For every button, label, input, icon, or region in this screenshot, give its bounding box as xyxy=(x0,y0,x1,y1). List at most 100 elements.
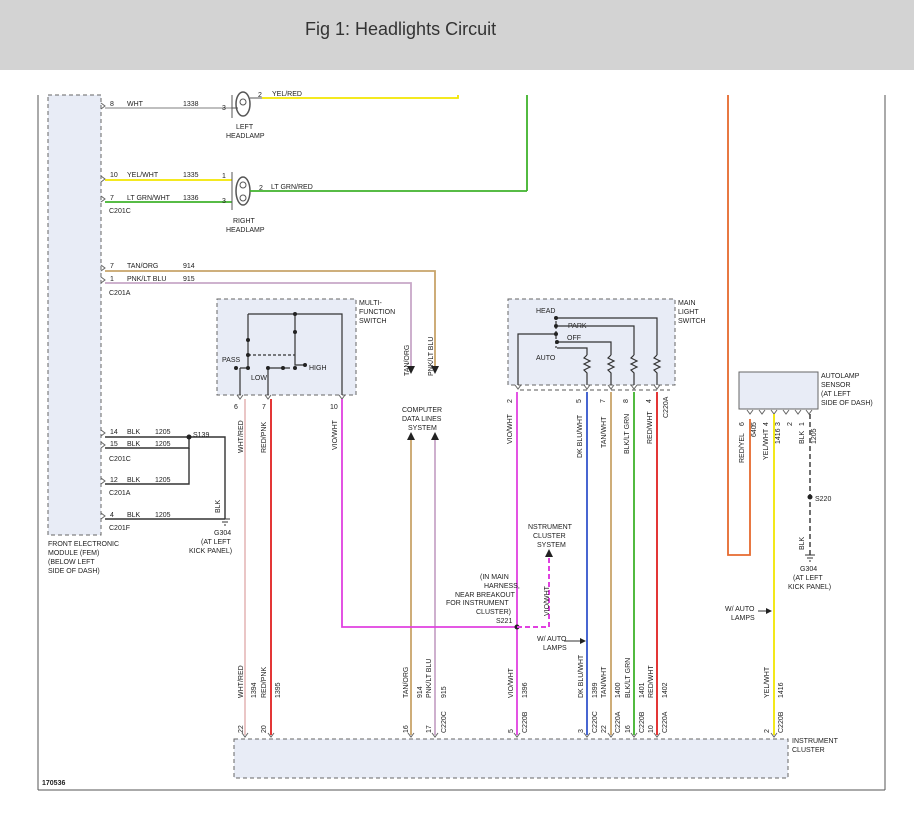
wire-color: TAN/ORG xyxy=(127,263,158,270)
ic-circuit: 1402 xyxy=(662,682,669,698)
wire-color: BLK xyxy=(127,477,141,484)
cdl-label-1: COMPUTER xyxy=(402,407,442,414)
ground-loc-2: KICK PANEL) xyxy=(788,584,831,591)
ground-id: G304 xyxy=(214,530,231,537)
ic-color: PNK/LT BLU xyxy=(426,659,433,698)
ic-pin: 5 xyxy=(508,729,515,733)
ic-pin: 22 xyxy=(238,725,245,733)
wire-circuit: 915 xyxy=(183,276,195,283)
wire-color: BLK/LT GRN xyxy=(624,414,631,454)
cluster-label-1: INSTRUMENT xyxy=(792,738,839,745)
wire-color: LT GRN/RED xyxy=(271,184,313,191)
right-headlamp-label-1: RIGHT xyxy=(233,218,256,225)
ic-connector: C220A xyxy=(662,711,669,733)
mls-connector: C220A xyxy=(663,396,670,418)
ic-circuit: 1400 xyxy=(615,682,622,698)
ic-pin: 16 xyxy=(625,725,632,733)
mls-pin-8: 8 xyxy=(623,399,630,403)
ic-color: WHT/RED xyxy=(238,665,245,698)
sensor-wire-1205: 1205 xyxy=(811,428,818,444)
s221-loc-4: FOR INSTRUMENT xyxy=(446,600,509,607)
ic-color: TAN/WHT xyxy=(601,666,608,698)
mfs-label-3: SWITCH xyxy=(359,318,387,325)
wire-color: VIO/WHT xyxy=(332,419,339,450)
wire-color: PNK/LT BLU xyxy=(127,276,166,283)
ic-color: RED/PNK xyxy=(261,667,268,698)
ic-pin: 10 xyxy=(648,725,655,733)
mls-connector-ticks xyxy=(515,385,660,389)
ground-id: G304 xyxy=(800,566,817,573)
mls-pin-4: 4 xyxy=(646,399,653,403)
ic-connector: C220C xyxy=(592,711,599,733)
ic-pin: 2 xyxy=(764,729,771,733)
ic-pin: 17 xyxy=(426,725,433,733)
cluster-entry-labels: WHT/RED 1394 RED/PNK 1395 TAN/ORG 914 PN… xyxy=(238,654,785,698)
s221-id: S221 xyxy=(496,618,512,625)
connector-label: C201A xyxy=(109,290,131,297)
ic-color: YEL/WHT xyxy=(764,666,771,698)
left-headlamp-label-2: HEADLAMP xyxy=(226,133,265,140)
ic-circuit: 1395 xyxy=(275,682,282,698)
ic-color: BLK/LT GRN xyxy=(625,658,632,698)
wire-color: RED/PNK xyxy=(261,422,268,453)
connector-label: C201C xyxy=(109,456,131,463)
multi-function-switch: MULTI- FUNCTION SWITCH PASS LOW HIGH xyxy=(217,299,395,395)
auto-lamps-right-2: LAMPS xyxy=(731,615,755,622)
mls-label-2: LIGHT xyxy=(678,309,699,316)
wire-yel-red: YEL/RED xyxy=(262,91,458,98)
mfs-pass: PASS xyxy=(222,357,240,364)
auto-lamps-mid: W/ AUTO LAMPS xyxy=(537,636,586,652)
mfs-pin-10: 10 xyxy=(330,404,338,411)
mfs-pin-6: 6 xyxy=(234,404,238,411)
front-electronic-module: FRONT ELECTRONIC MODULE (FEM) (BELOW LEF… xyxy=(48,95,119,575)
mls-pin-5: 5 xyxy=(576,399,583,403)
sensor-wire-1416: 1416 xyxy=(775,428,782,444)
fem-label-3: (BELOW LEFT xyxy=(48,559,95,566)
sensor-wire-640: 640 xyxy=(751,425,758,437)
connector-label: C201A xyxy=(109,490,131,497)
blk-wires-group: S139 14 BLK 1205 15 BLK 1205 C201C 12 BL… xyxy=(105,429,225,532)
right-headlamp: 1 3 2 RIGHT HEADLAMP xyxy=(222,172,265,234)
wire-color: WHT/RED xyxy=(238,420,245,453)
ic-circuit: 1401 xyxy=(639,682,646,698)
ics-label-1: NSTRUMENT xyxy=(528,524,573,531)
cdl-label-3: SYSTEM xyxy=(408,425,437,432)
ic-pin: 22 xyxy=(601,725,608,733)
ic-color: TAN/ORG xyxy=(403,667,410,698)
ground-wire: BLK xyxy=(215,499,222,513)
wire-color: WHT xyxy=(127,101,144,108)
mls-label-3: SWITCH xyxy=(678,318,706,325)
mls-head: HEAD xyxy=(536,308,555,315)
wire-pin: 1 xyxy=(110,276,114,283)
ic-color: RED/WHT xyxy=(648,665,655,698)
s221-loc-5: CLUSTER) xyxy=(476,609,511,616)
ics-label-2: CLUSTER xyxy=(533,533,566,540)
ic-connector: C220B xyxy=(778,711,785,733)
wire-color: DK BLU/WHT xyxy=(577,414,584,458)
fem-label-2: MODULE (FEM) xyxy=(48,550,99,557)
ground-loc-1: (AT LEFT xyxy=(201,539,231,546)
ic-circuit: 1396 xyxy=(522,682,529,698)
ic-circuit: 914 xyxy=(417,686,424,698)
splice-s220: S220 xyxy=(815,496,831,503)
ic-connector: C220B xyxy=(522,711,529,733)
cluster-label-2: CLUSTER xyxy=(792,747,825,754)
ground-wire: BLK xyxy=(799,536,806,550)
fem-connector-ticks xyxy=(101,103,105,519)
ic-color: DK BLU/WHT xyxy=(578,654,585,698)
mls-label-1: MAIN xyxy=(678,300,696,307)
figure-id: 170536 xyxy=(42,780,65,787)
wire-lt-grn-wht-1336: 7 LT GRN/WHT 1336 C201C xyxy=(105,195,232,215)
wire-pin: 12 xyxy=(110,477,118,484)
wire-circuit: 1205 xyxy=(155,441,171,448)
auto-lamps-mid-1: W/ AUTO xyxy=(537,636,567,643)
sensor-label-3: (AT LEFT xyxy=(821,391,851,398)
autolamp-sensor: AUTOLAMP SENSOR (AT LEFT SIDE OF DASH) 6… xyxy=(739,372,873,463)
sensor-pin-1: 1 xyxy=(799,422,806,426)
wire-color: YEL/WHT xyxy=(127,172,159,179)
wire-color: VIO/WHT xyxy=(507,413,514,444)
wire-wht-1338: 8 WHT 1338 xyxy=(105,101,232,108)
wire-lt-grn-red: LT GRN/RED xyxy=(250,184,527,191)
sensor-wire-blk: BLK xyxy=(799,430,806,444)
wire-color: BLK xyxy=(127,512,141,519)
